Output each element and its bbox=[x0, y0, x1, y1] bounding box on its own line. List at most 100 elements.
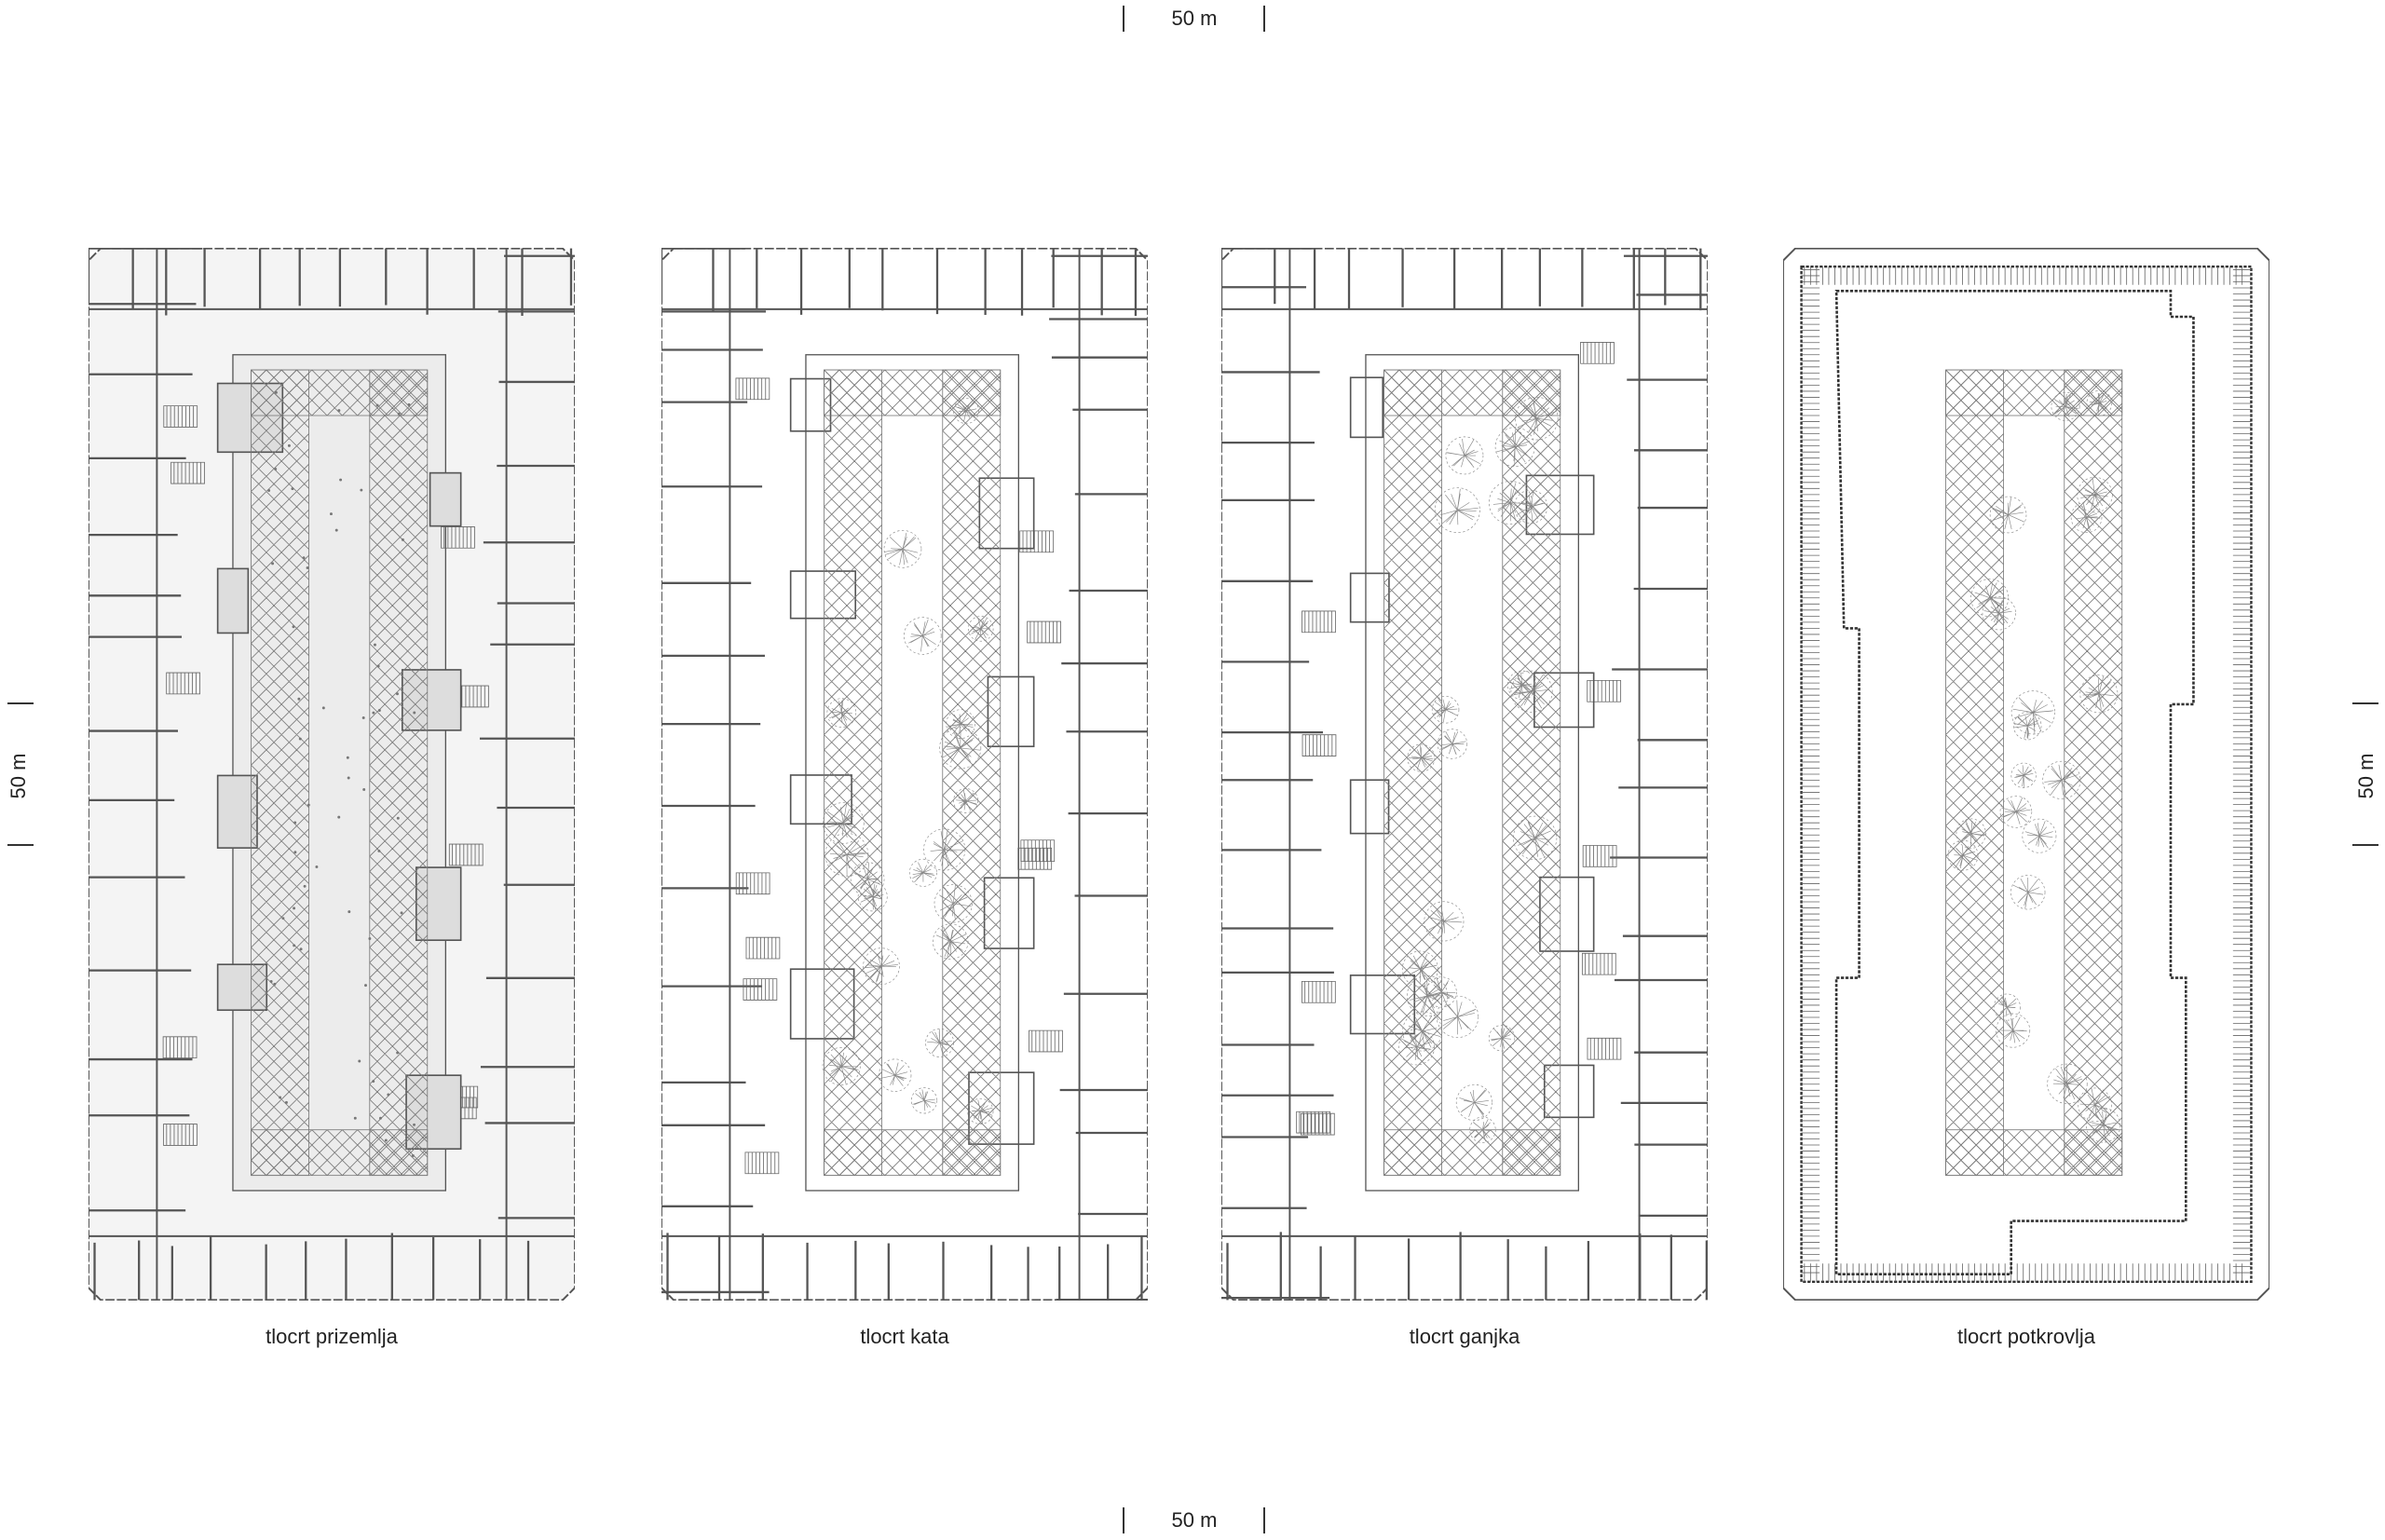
staircase bbox=[163, 405, 198, 428]
column-dot bbox=[377, 849, 381, 852]
tree-symbol bbox=[1402, 1011, 1443, 1052]
wing-block bbox=[429, 471, 462, 527]
tree-symbol bbox=[1993, 993, 2021, 1021]
column-dot bbox=[378, 1116, 382, 1120]
wing-block bbox=[789, 968, 855, 1040]
plan-label: tlocrt kata bbox=[860, 1325, 949, 1348]
column-dot bbox=[274, 390, 278, 394]
column-dot bbox=[302, 556, 306, 560]
tree-symbol bbox=[925, 1028, 955, 1057]
column-dot bbox=[347, 776, 350, 780]
staircase bbox=[1017, 847, 1053, 870]
wing-block bbox=[405, 1074, 462, 1151]
plan-label: tlocrt prizemlja bbox=[266, 1325, 398, 1348]
tree-symbol bbox=[1513, 489, 1548, 524]
attic-outline bbox=[1834, 289, 2195, 1275]
wing-block bbox=[415, 866, 462, 942]
floor-plan-ground bbox=[89, 248, 575, 1301]
scale-tick bbox=[2352, 702, 2378, 704]
tree-symbol bbox=[1437, 729, 1468, 759]
column-dot bbox=[273, 982, 277, 986]
scale-bar-bottom-label: 50 m bbox=[1171, 1508, 1218, 1532]
scale-tick bbox=[1123, 6, 1124, 32]
column-dot bbox=[303, 884, 307, 888]
tree-symbol bbox=[1401, 950, 1438, 988]
wing-block bbox=[789, 570, 857, 620]
column-dot bbox=[362, 787, 366, 791]
column-dot bbox=[291, 487, 294, 491]
column-dot bbox=[376, 664, 380, 668]
scale-tick bbox=[2352, 844, 2378, 846]
column-dot bbox=[364, 984, 367, 988]
wing-block bbox=[789, 774, 852, 825]
floor-plan-drawing bbox=[1783, 248, 2269, 1301]
column-dot bbox=[353, 1116, 357, 1120]
staircase bbox=[1029, 1029, 1063, 1053]
plan-label: tlocrt potkrovlja bbox=[1957, 1325, 2095, 1348]
tree-symbol bbox=[1431, 696, 1460, 724]
tree-symbol bbox=[953, 788, 979, 813]
wing-block bbox=[1349, 572, 1390, 623]
gallery-lattice bbox=[251, 369, 429, 416]
building-outline bbox=[1783, 248, 2269, 1301]
tree-symbol bbox=[2079, 675, 2119, 714]
wing-block bbox=[1349, 779, 1390, 835]
column-dot bbox=[407, 402, 411, 406]
floor-plan-drawing bbox=[89, 248, 575, 1301]
staircase bbox=[735, 872, 770, 895]
column-dot bbox=[287, 443, 291, 447]
column-dot bbox=[297, 697, 301, 701]
wing-block bbox=[216, 963, 268, 1012]
tree-symbol bbox=[2013, 712, 2042, 741]
gallery-lattice bbox=[1383, 1129, 1561, 1177]
wing-block bbox=[987, 675, 1035, 748]
tree-symbol bbox=[2022, 818, 2057, 853]
tree-symbol bbox=[934, 884, 973, 923]
tree-symbol bbox=[1445, 436, 1484, 475]
tree-symbol bbox=[2047, 1063, 2088, 1105]
tree-symbol bbox=[1488, 481, 1533, 525]
column-dot bbox=[298, 737, 302, 741]
tree-symbol bbox=[857, 881, 888, 912]
column-dot bbox=[337, 815, 341, 819]
column-dot bbox=[358, 1059, 361, 1063]
gallery-lattice bbox=[1383, 369, 1561, 416]
column-dot bbox=[284, 1100, 288, 1104]
gallery-lattice bbox=[251, 1129, 429, 1177]
column-dot bbox=[279, 1096, 282, 1099]
staircase bbox=[1302, 610, 1336, 634]
staircase bbox=[170, 461, 205, 484]
tree-symbol bbox=[883, 529, 922, 568]
staircase bbox=[744, 1152, 780, 1175]
column-dot bbox=[348, 910, 351, 914]
wing-block bbox=[1543, 1064, 1595, 1119]
gallery-lattice bbox=[824, 1129, 1002, 1177]
column-dot bbox=[269, 980, 273, 983]
staircase bbox=[163, 1124, 198, 1146]
tree-symbol bbox=[1488, 1025, 1516, 1052]
staircase bbox=[1302, 734, 1337, 756]
column-dot bbox=[307, 803, 310, 807]
roof-edge bbox=[1800, 265, 2253, 1284]
column-dot bbox=[321, 706, 325, 710]
tree-symbol bbox=[2051, 391, 2080, 421]
scale-tick bbox=[1263, 1507, 1265, 1533]
scale-tick bbox=[1123, 1507, 1124, 1533]
wing-block bbox=[968, 1071, 1035, 1145]
staircase bbox=[743, 978, 778, 1001]
column-dot bbox=[411, 1154, 415, 1157]
column-dot bbox=[368, 936, 372, 940]
column-dot bbox=[293, 906, 296, 910]
scale-tick bbox=[1263, 6, 1265, 32]
tree-symbol bbox=[2078, 1087, 2112, 1123]
column-dot bbox=[387, 1093, 390, 1097]
column-dot bbox=[274, 467, 278, 470]
tree-symbol bbox=[1494, 427, 1535, 468]
tree-symbol bbox=[1947, 839, 1979, 871]
column-dot bbox=[400, 911, 403, 915]
column-dot bbox=[329, 512, 333, 516]
gallery-lattice bbox=[1945, 1129, 2123, 1177]
wing-block bbox=[1349, 974, 1416, 1035]
tree-symbol bbox=[1999, 796, 2033, 828]
tree-symbol bbox=[1515, 396, 1559, 441]
